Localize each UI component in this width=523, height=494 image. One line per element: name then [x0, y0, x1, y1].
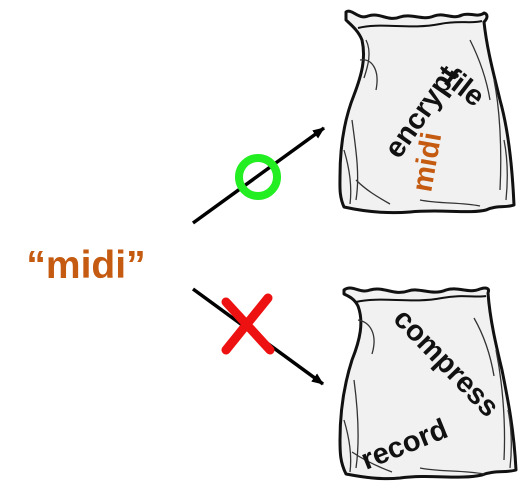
arrow-to-top-bag	[193, 128, 324, 223]
query-label: “midi”	[26, 244, 145, 287]
no-match-cross-icon	[226, 298, 270, 350]
top-bag: encrypt file midi	[340, 11, 514, 212]
bottom-bag: compress record	[340, 288, 516, 479]
